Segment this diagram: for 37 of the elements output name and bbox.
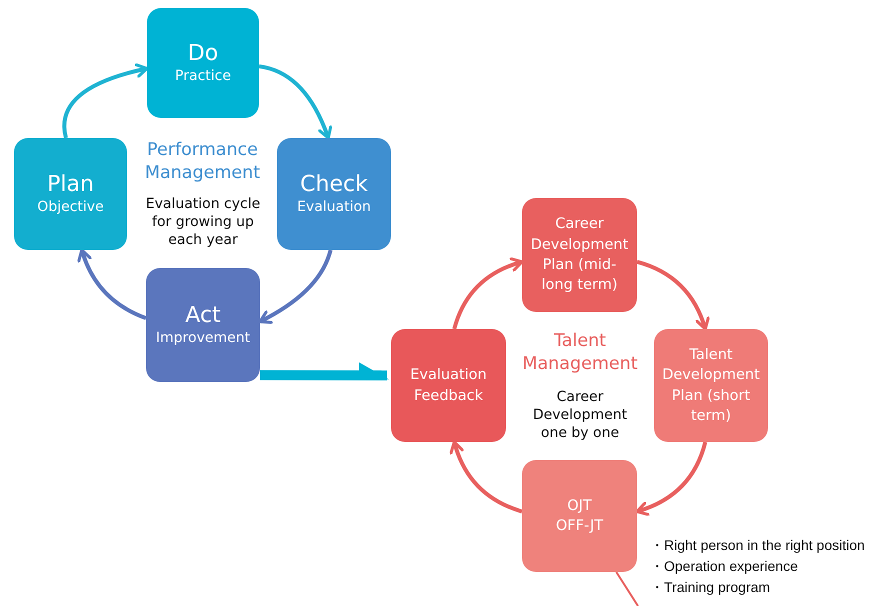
process-box: [146, 268, 260, 382]
process-box: [654, 329, 768, 442]
description: Evaluation cycle for growing up each year: [144, 195, 262, 250]
box-subtitle: Practice: [175, 67, 231, 86]
box-title: Plan: [47, 172, 94, 198]
process-box: [391, 329, 506, 442]
curved-arrow: [636, 441, 708, 516]
box-title: Check: [300, 172, 368, 198]
curved-arrow: [258, 64, 332, 140]
process-box: [147, 8, 259, 118]
curved-arrow: [452, 258, 524, 330]
curved-arrow: [636, 260, 710, 330]
bullet-item: ・Training program: [650, 578, 772, 596]
box-subtitle: Evaluation: [297, 198, 371, 216]
thick-arrow: [260, 362, 389, 380]
curved-arrow: [450, 440, 523, 514]
process-box: [522, 198, 637, 312]
box-title: Do: [188, 40, 218, 68]
box-title: OJT OFF-JT: [554, 496, 604, 536]
curved-arrow: [62, 63, 148, 138]
box-subtitle: Improvement: [156, 329, 250, 348]
process-box: [522, 460, 637, 572]
curved-arrow: [78, 248, 147, 320]
section-heading: Talent Management: [521, 330, 639, 376]
box-title: Evaluation Feedback: [409, 366, 488, 406]
section-heading: Performance Management: [144, 139, 262, 184]
box-subtitle: Objective: [37, 198, 104, 216]
leader-line: [615, 571, 639, 606]
bullet-item: ・Operation experience: [650, 557, 799, 576]
box-title: Career Development Plan (mid-long term): [530, 215, 630, 296]
box-title: Talent Development Plan (short term): [661, 346, 761, 426]
box-title: Act: [185, 302, 221, 330]
curved-arrow: [258, 249, 332, 324]
process-box: [277, 138, 391, 250]
description: Career Development one by one: [532, 388, 628, 443]
process-box: [14, 138, 127, 250]
bullet-item: ・Right person in the right position: [650, 536, 866, 554]
